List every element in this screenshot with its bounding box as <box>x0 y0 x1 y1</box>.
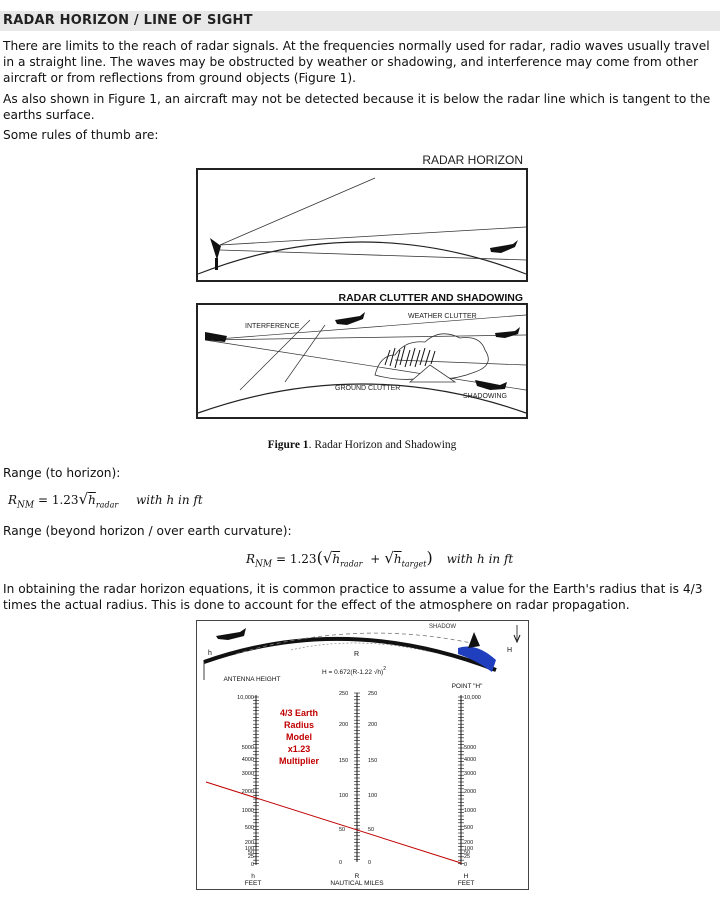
fig1-panel2-header: RADAR CLUTTER AND SHADOWING <box>338 292 523 304</box>
weather-clutter-label: WEATHER CLUTTER <box>408 313 477 320</box>
mid-scale-label-right: 50 <box>368 827 374 833</box>
mountain-icon <box>468 632 480 648</box>
right-scale-label: 10,000 <box>464 695 481 701</box>
right-scale-label: 25 <box>464 854 470 860</box>
mid-scale-label-left: 50 <box>339 827 345 833</box>
left-scale-label: 100 <box>245 846 254 852</box>
mid-scale-label-right: 100 <box>368 793 377 799</box>
mid-axis-unit: NAUTICAL MILES <box>330 880 384 887</box>
fig1-header: RADAR HORIZON <box>422 153 523 167</box>
figure-2-radar-horizon-nomograph: SHADOW h H R H = 0.672(R-1.22 √h)2 ANTEN… <box>196 620 529 890</box>
mid-scale-label-right: 0 <box>368 860 371 866</box>
shadowing-label: SHADOWING <box>463 393 507 400</box>
right-axis-symbol: H <box>464 873 469 880</box>
left-scale-label: 0 <box>251 862 254 868</box>
right-scale-label: 5000 <box>464 745 476 751</box>
radar-dish-icon <box>210 238 221 270</box>
left-axis-unit: FEET <box>245 880 262 887</box>
mid-scale-label-left: 0 <box>339 860 342 866</box>
interference-label: INTERFERENCE <box>245 323 300 330</box>
left-scale-label: 4000 <box>242 757 254 763</box>
figure-1-radar-horizon: RADAR HORIZON RADAR CLUTTER AND SHADOWIN… <box>196 153 528 451</box>
model-note-line: x1.23 <box>288 744 311 754</box>
model-note-line: 4/3 Earth <box>280 708 318 718</box>
fig1-caption: Figure 1. Radar Horizon and Shadowing <box>268 439 457 451</box>
shadow-label: SHADOW <box>429 624 456 630</box>
ground-clutter-label: GROUND CLUTTER <box>335 385 400 392</box>
left-scale-label: 500 <box>245 825 254 831</box>
radar-dish-icon <box>205 332 227 342</box>
example-line <box>205 781 462 864</box>
left-scale-label: 2000 <box>242 789 254 795</box>
left-scale-label: 10,000 <box>237 695 254 701</box>
aircraft-icon <box>335 312 365 325</box>
range-horizon-label: Range (to horizon): <box>3 466 121 480</box>
aircraft-icon <box>490 240 518 253</box>
mid-scale-label-right: 150 <box>368 758 377 764</box>
aircraft-icon <box>475 380 507 390</box>
title-bar: RADAR HORIZON / LINE OF SIGHT <box>0 11 720 31</box>
intro-paragraph: There are limits to the reach of radar s… <box>3 39 710 85</box>
nomograph-formula: H = 0.672(R-1.22 √h)2 <box>322 666 386 676</box>
right-scale-label: 4000 <box>464 757 476 763</box>
model-note-line: Multiplier <box>279 756 319 766</box>
r-label: R <box>354 651 359 658</box>
mid-scale-label-right: 250 <box>368 691 377 697</box>
aircraft-icon <box>495 327 520 338</box>
left-axis-symbol: h <box>251 873 255 880</box>
right-scale-label: 200 <box>464 840 473 846</box>
left-scale-label: 25 <box>248 854 254 860</box>
formula-range-horizon: RNM = 1.23√hradar with h in ft <box>8 490 203 511</box>
right-scale-label: 500 <box>464 825 473 831</box>
rules-of-thumb: Some rules of thumb are: <box>3 128 159 142</box>
right-scale-label: 1000 <box>464 808 476 814</box>
earth-radius-paragraph: In obtaining the radar horizon equations… <box>3 582 703 612</box>
left-scale-label: 1000 <box>242 808 254 814</box>
detection-paragraph: As also shown in Figure 1, an aircraft m… <box>3 92 711 122</box>
right-scale-label: 2000 <box>464 789 476 795</box>
right-axis-unit: FEET <box>458 880 475 887</box>
page-title: RADAR HORIZON / LINE OF SIGHT <box>3 13 253 28</box>
right-scale-label: 3000 <box>464 771 476 777</box>
mid-scale-label-left: 250 <box>339 691 348 697</box>
left-scale-label: 200 <box>245 840 254 846</box>
mid-scale-label-left: 150 <box>339 758 348 764</box>
mid-axis-symbol: R <box>355 873 360 880</box>
right-scale-label: 50 <box>464 850 470 856</box>
shadow-region <box>458 646 496 672</box>
left-scale-label: 5000 <box>242 745 254 751</box>
small-h-label: h <box>208 650 212 657</box>
mid-scale-label-left: 100 <box>339 793 348 799</box>
formula-range-beyond: RNM = 1.23(√hradar +√htarget) with h in … <box>246 548 514 570</box>
model-note-line: Model <box>286 732 312 742</box>
big-h-label: H <box>507 647 512 654</box>
range-beyond-label: Range (beyond horizon / over earth curva… <box>3 524 292 538</box>
point-h-label: POINT "H" <box>452 683 484 690</box>
right-scale-label: 100 <box>464 846 473 852</box>
antenna-height-label: ANTENNA HEIGHT <box>223 676 280 683</box>
mid-scale-label-right: 200 <box>368 722 377 728</box>
left-scale-label: 3000 <box>242 771 254 777</box>
aircraft-icon <box>216 628 246 640</box>
model-note-line: Radius <box>284 720 314 730</box>
right-scale-label: 0 <box>464 862 467 868</box>
mid-scale-label-left: 200 <box>339 722 348 728</box>
left-scale-label: 50 <box>248 850 254 856</box>
rain-hatching <box>384 345 436 369</box>
